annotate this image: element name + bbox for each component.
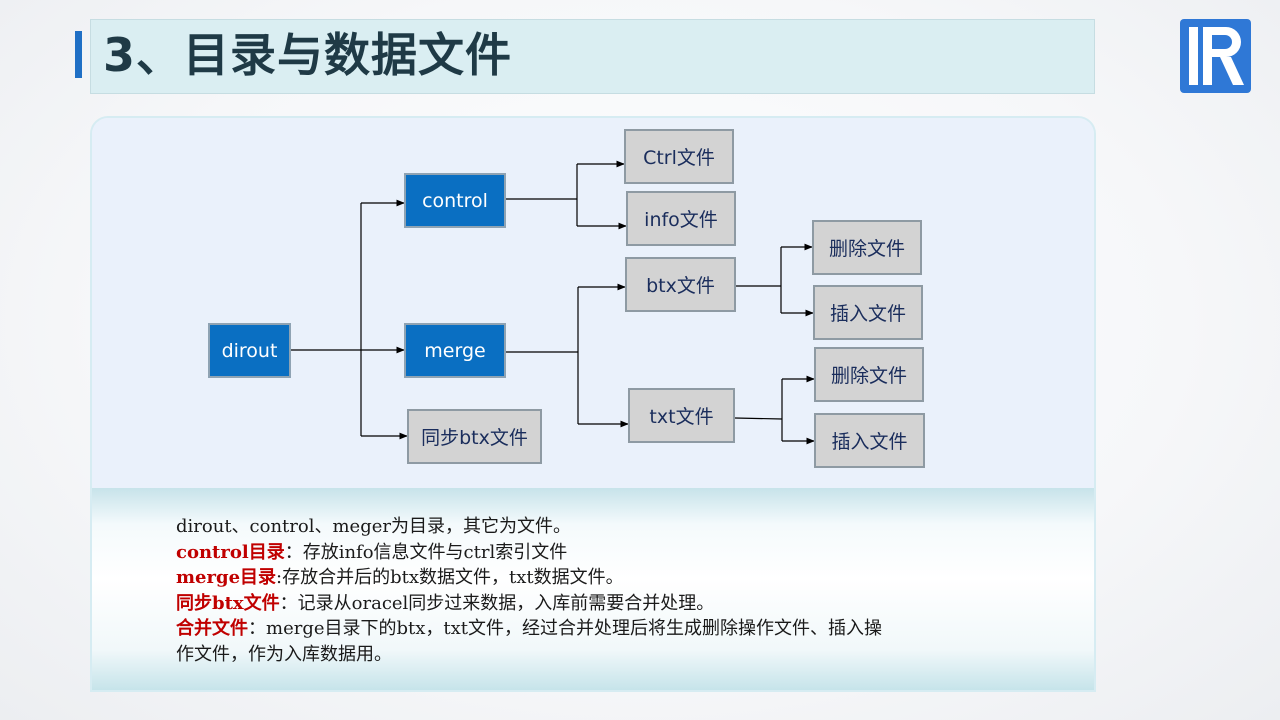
node-sync-btx-file: 同步btx文件 <box>407 409 542 464</box>
desc-line-6: 作文件，作为入库数据用。 <box>176 642 1056 668</box>
node-txt-delete-file: 删除文件 <box>814 347 924 402</box>
node-dirout: dirout <box>208 323 291 378</box>
desc-key-control: control目录 <box>176 541 285 563</box>
desc-key-merge: merge目录 <box>176 567 277 589</box>
description-text: dirout、control、meger为目录，其它为文件。 control目录… <box>176 514 1056 668</box>
description-area <box>92 488 1094 690</box>
desc-line-2-text: ：存放info信息文件与ctrl索引文件 <box>284 541 568 563</box>
desc-key-sync-btx: 同步btx文件 <box>176 592 280 614</box>
node-ctrl-file: Ctrl文件 <box>624 129 734 184</box>
desc-key-merge-file: 合并文件 <box>176 618 248 640</box>
desc-line-6-text: 作文件，作为入库数据用。 <box>176 643 392 665</box>
node-merge: merge <box>404 323 506 378</box>
node-info-file: info文件 <box>626 191 736 246</box>
content-panel <box>90 116 1096 692</box>
brand-logo-icon <box>1180 19 1251 93</box>
node-btx-file: btx文件 <box>625 257 736 312</box>
connector-txt-trunk <box>734 417 783 420</box>
desc-line-3-text: :存放合并后的btx数据文件，txt数据文件。 <box>276 567 624 589</box>
desc-line-1-text: dirout、control、meger为目录，其它为文件。 <box>176 516 571 537</box>
node-control: control <box>404 173 506 228</box>
desc-line-2: control目录：存放info信息文件与ctrl索引文件 <box>176 540 1056 566</box>
node-txt-insert-file: 插入文件 <box>814 413 925 468</box>
desc-line-5: 合并文件：merge目录下的btx，txt文件，经过合并处理后将生成删除操作文件… <box>176 616 1056 642</box>
desc-line-1: dirout、control、meger为目录，其它为文件。 <box>176 514 1056 540</box>
title-bar <box>90 19 1095 94</box>
node-btx-insert-file: 插入文件 <box>813 285 923 340</box>
desc-line-4-text: ：记录从oracel同步过来数据，入库前需要合并处理。 <box>279 592 715 614</box>
desc-line-4: 同步btx文件：记录从oracel同步过来数据，入库前需要合并处理。 <box>176 591 1056 617</box>
desc-line-5-text: ：merge目录下的btx，txt文件，经过合并处理后将生成删除操作文件、插入操 <box>248 618 883 640</box>
diagram-area <box>92 118 1094 488</box>
desc-line-3: merge目录:存放合并后的btx数据文件，txt数据文件。 <box>176 565 1056 591</box>
title-accent-bar <box>75 31 82 78</box>
node-txt-file: txt文件 <box>628 388 735 443</box>
slide-title: 3、目录与数据文件 <box>103 28 513 82</box>
node-btx-delete-file: 删除文件 <box>812 220 922 275</box>
